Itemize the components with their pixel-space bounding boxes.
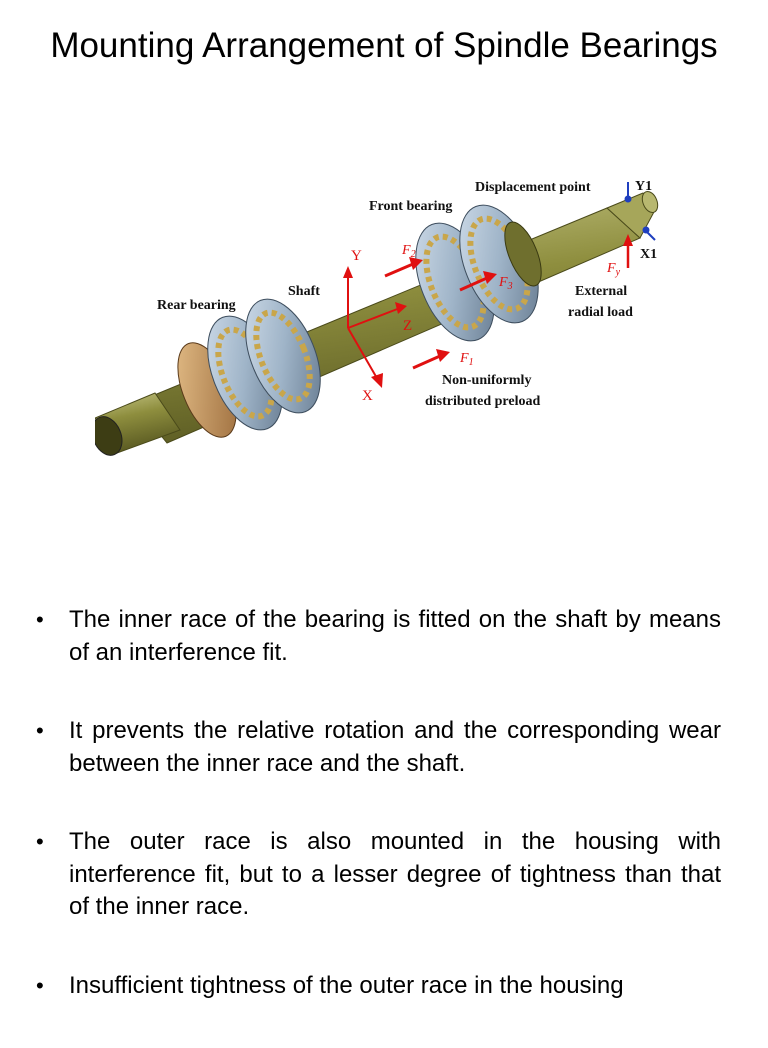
bullet-marker: •	[36, 829, 44, 854]
bullet-item: • The outer race is also mounted in the …	[36, 826, 721, 924]
bullet-list: • The inner race of the bearing is fitte…	[36, 604, 721, 1048]
force-arrow-f3	[459, 271, 497, 292]
bullet-marker: •	[36, 972, 44, 998]
external-radial-load-label-line1: External	[575, 284, 627, 299]
x1-label: X1	[640, 247, 657, 262]
bullet-item: • Insufficient tightness of the outer ra…	[36, 970, 721, 1003]
displacement-point-label: Displacement point	[475, 180, 591, 195]
force-arrow-f1	[412, 349, 450, 370]
axis-x-label: X	[362, 388, 373, 404]
slide-title: Mounting Arrangement of Spindle Bearings	[50, 26, 718, 65]
spindle-bearing-illustration: Y Z X F2 F3 F1 Fy	[95, 179, 659, 456]
x1-marker-icon	[642, 226, 656, 241]
axis-z-label: Z	[403, 318, 412, 334]
force-arrow-f2	[384, 257, 423, 278]
bullet-text: The inner race of the bearing is fitted …	[69, 606, 721, 666]
force-arrow-fy	[623, 234, 633, 268]
bullet-text: It prevents the relative rotation and th…	[69, 717, 721, 777]
bullet-text: Insufficient tightness of the outer race…	[69, 971, 624, 999]
bullet-marker: •	[36, 718, 44, 743]
y1-marker-icon	[624, 182, 632, 203]
force-f1-label: F1	[459, 351, 474, 368]
front-bearing-label: Front bearing	[369, 199, 452, 214]
shaft	[95, 190, 659, 456]
front-bearing	[415, 204, 542, 342]
rear-bearing	[177, 298, 321, 438]
coordinate-axes	[343, 266, 407, 388]
axis-y-label: Y	[351, 248, 362, 264]
external-radial-load-label-line2: radial load	[568, 305, 633, 320]
force-fy-label: Fy	[606, 261, 621, 278]
rear-bearing-label: Rear bearing	[157, 298, 236, 313]
bullet-text: The outer race is also mounted in the ho…	[69, 828, 721, 920]
y1-label: Y1	[635, 179, 652, 194]
non-uniform-preload-label-line2: distributed preload	[425, 394, 540, 409]
spindle-bearing-diagram: Y Z X F2 F3 F1 Fy	[95, 168, 675, 478]
shaft-label: Shaft	[288, 284, 320, 299]
force-f3-label: F3	[498, 275, 513, 292]
bullet-item: • The inner race of the bearing is fitte…	[36, 604, 721, 669]
bullet-item: • It prevents the relative rotation and …	[36, 715, 721, 780]
non-uniform-preload-label-line1: Non-uniformly	[442, 373, 531, 388]
bullet-marker: •	[36, 607, 44, 632]
force-f2-label: F2	[401, 243, 416, 260]
